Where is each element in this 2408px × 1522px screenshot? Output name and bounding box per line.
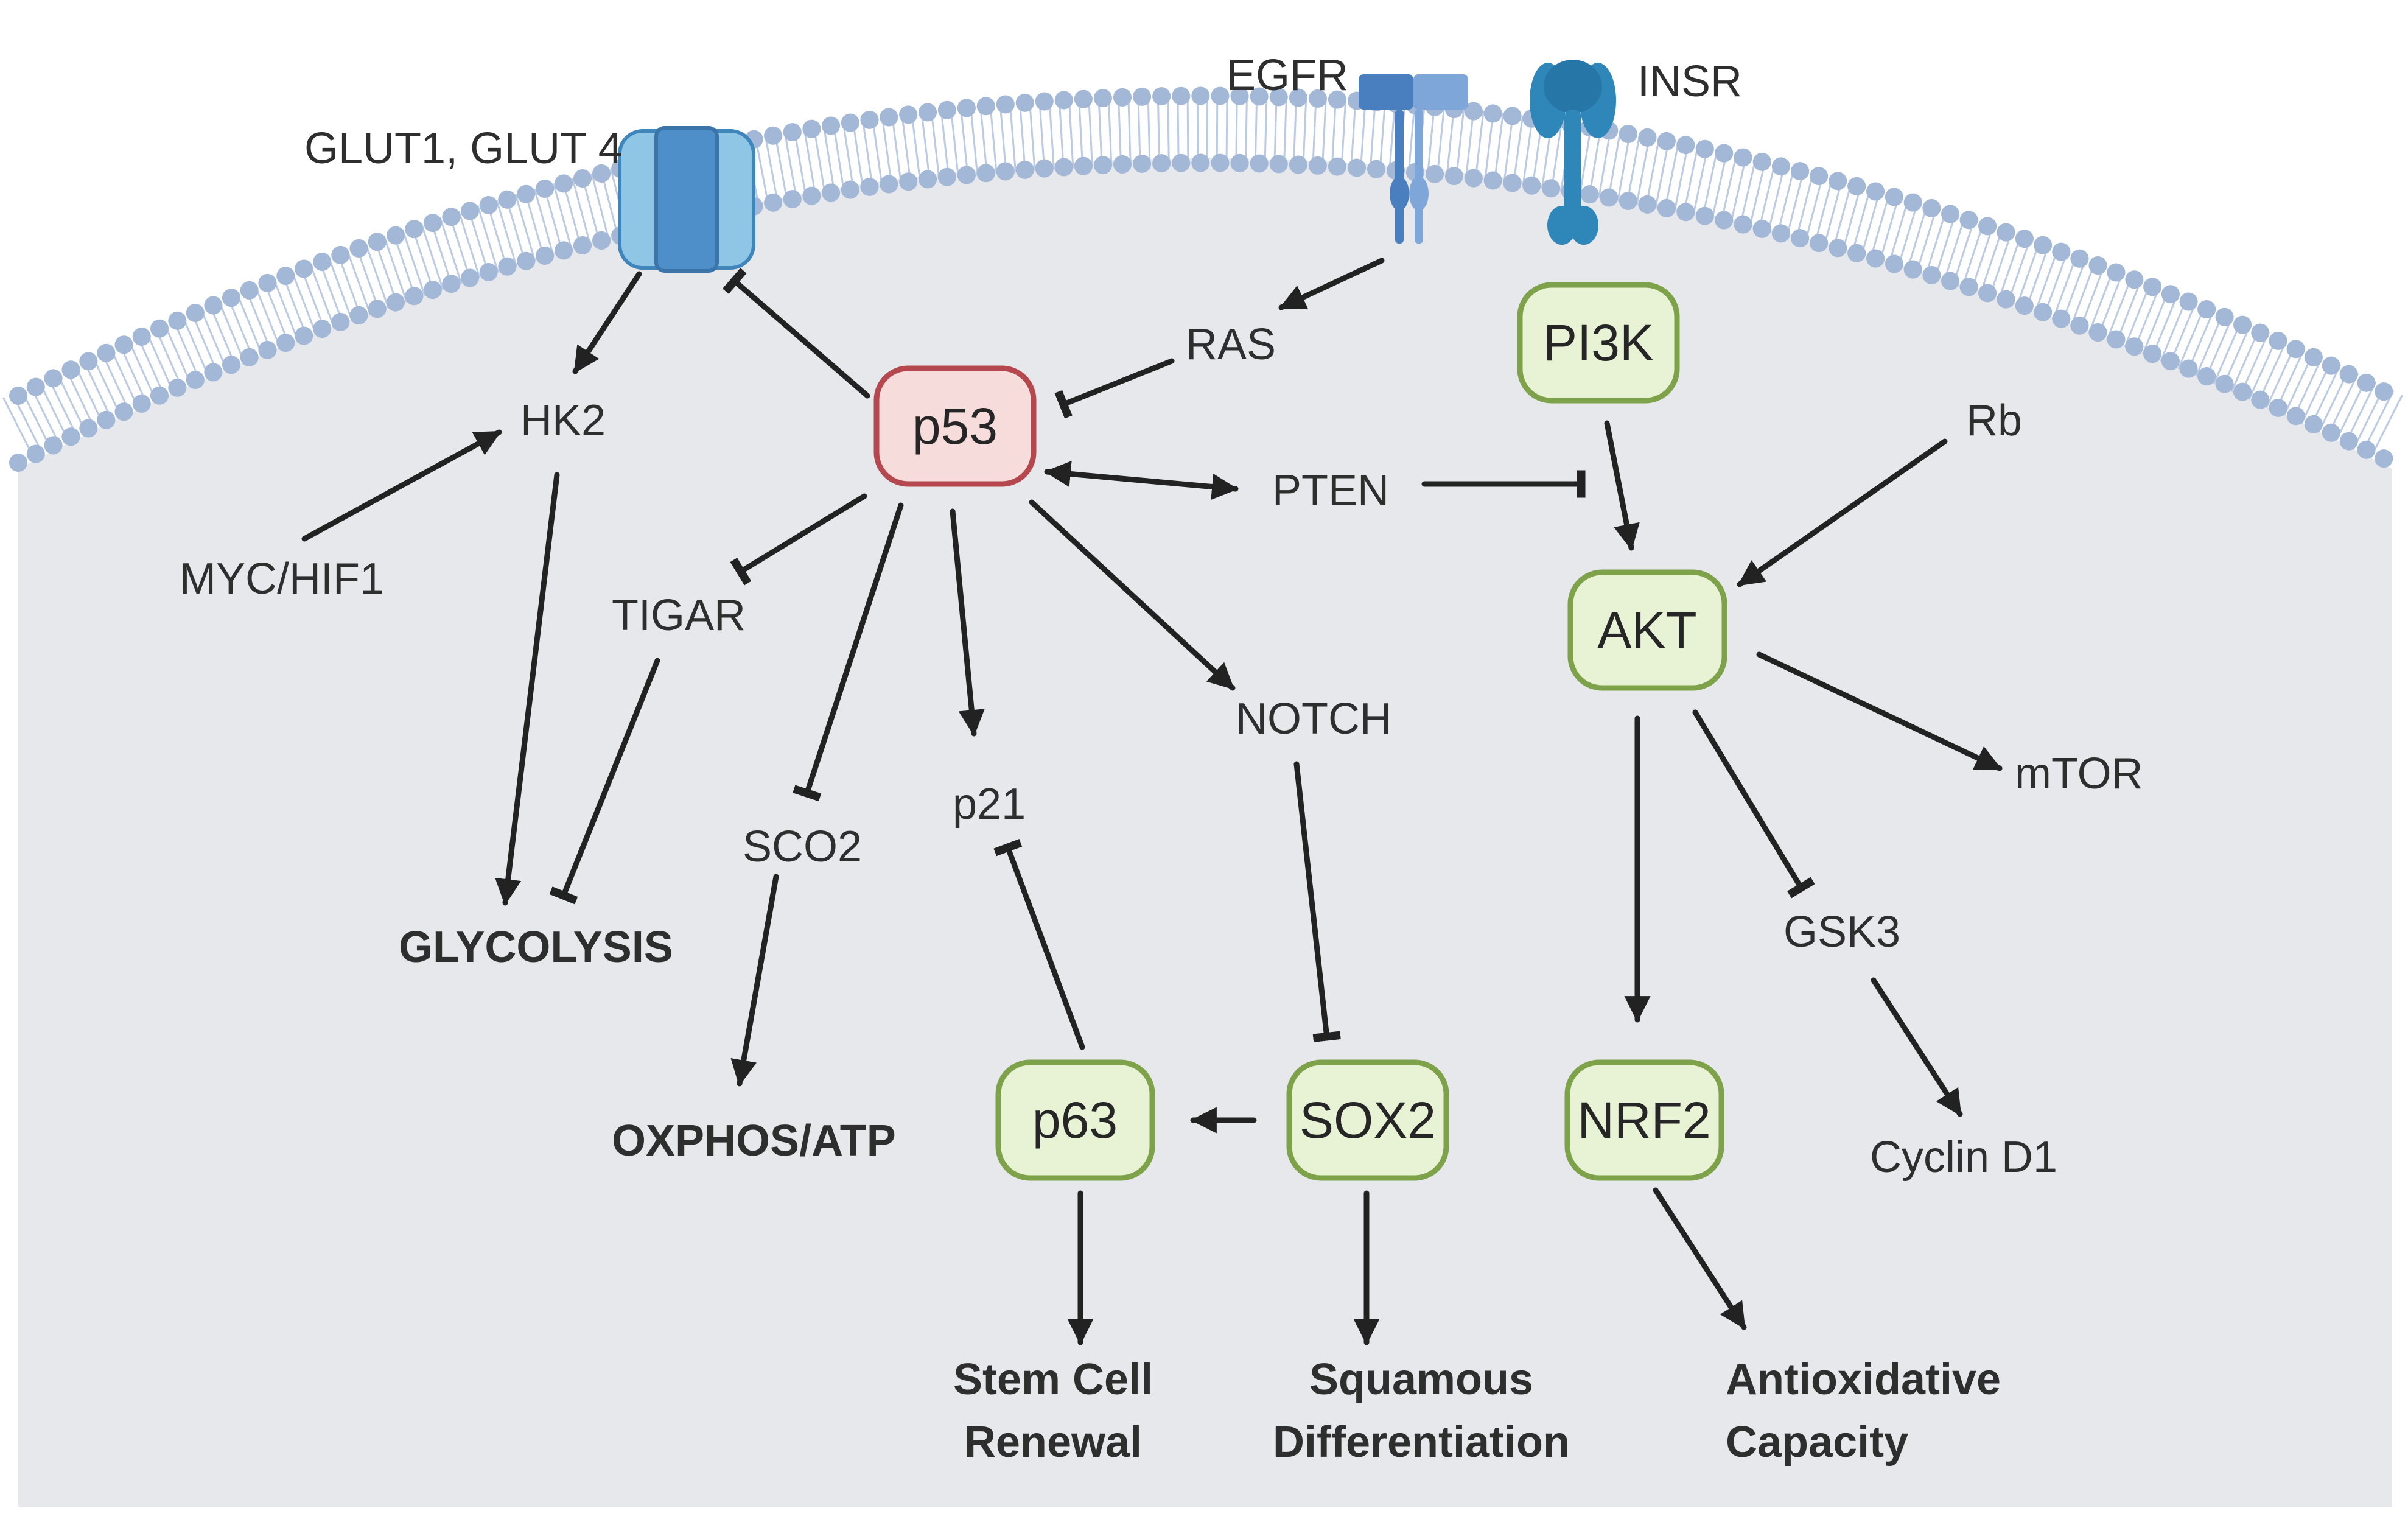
label-gsk3: GSK3	[1783, 908, 1900, 956]
edge-nrf2-to-antioxidative-capacity	[1653, 1187, 1747, 1330]
label-mtor: mTOR	[2015, 749, 2143, 798]
egfr-receptor-icon	[1359, 74, 1468, 244]
edge-hk2-to-glycolysis	[495, 472, 560, 906]
edge-sco2-to-oxphos	[730, 874, 779, 1087]
label-p21: p21	[953, 780, 1026, 829]
outcome-stem-cell-renewal-line1: Stem Cell	[953, 1355, 1153, 1404]
label-pten: PTEN	[1272, 466, 1389, 515]
outcome-stem-cell-renewal-line2: Renewal	[964, 1418, 1142, 1467]
edge-akt-inhibits-gsk3	[1692, 709, 1815, 899]
node-sox2-label: SOX2	[1300, 1092, 1436, 1149]
label-egfr: EGFR	[1227, 51, 1348, 100]
edge-gsk3-to-cyclin-d1	[1871, 977, 1963, 1117]
node-nrf2-box	[1564, 1059, 1724, 1181]
node-p53: p53	[873, 365, 1037, 487]
node-akt: AKT	[1567, 569, 1727, 691]
node-nrf2: NRF2	[1564, 1059, 1724, 1181]
insulin-receptor-icon	[1530, 60, 1616, 245]
glucose-transporter-icon	[618, 126, 755, 273]
pathway-outcomes: GLYCOLYSIS OXPHOS/ATP Stem Cell Renewal …	[399, 923, 2001, 1467]
edge-myc-to-hk2	[301, 429, 502, 542]
edge-notch-inhibits-sox2	[1293, 761, 1341, 1042]
node-p63-box	[995, 1059, 1155, 1181]
outcome-antioxidative-capacity-line1: Antioxidative	[1726, 1355, 2001, 1404]
label-sco2: SCO2	[743, 822, 862, 871]
membrane-outer-heads	[9, 86, 2401, 405]
edge-rb-to-akt	[1737, 438, 1948, 587]
outcome-squamous-differentiation-line2: Differentiation	[1273, 1418, 1570, 1467]
label-ras: RAS	[1186, 320, 1276, 369]
label-myc-hif1: MYC/HIF1	[180, 555, 384, 603]
edge-p53-inhibits-glut	[722, 268, 870, 399]
label-hk2: HK2	[520, 396, 606, 445]
label-glut: GLUT1, GLUT 4	[304, 124, 623, 173]
outcome-squamous-differentiation-line1: Squamous	[1309, 1355, 1533, 1404]
node-nrf2-label: NRF2	[1577, 1092, 1710, 1149]
node-sox2: SOX2	[1286, 1059, 1449, 1181]
membrane-inner-heads	[9, 153, 2401, 472]
node-akt-box	[1567, 569, 1727, 691]
node-p53-label: p53	[912, 398, 998, 455]
node-akt-label: AKT	[1597, 601, 1696, 659]
edge-p53-pten-bidirectional	[1044, 460, 1239, 500]
node-pi3k-label: PI3K	[1543, 314, 1654, 371]
label-notch: NOTCH	[1236, 695, 1391, 743]
node-p63-label: p63	[1032, 1092, 1118, 1149]
outcome-antioxidative-capacity-line2: Capacity	[1726, 1418, 1908, 1467]
node-p63: p63	[995, 1059, 1155, 1181]
label-cyclin-d1: Cyclin D1	[1870, 1133, 2057, 1182]
edge-akt-to-mtor	[1756, 651, 2003, 771]
edge-ras-inhibits-p53	[1054, 358, 1175, 419]
label-insr: INSR	[1637, 57, 1742, 106]
node-p53-box	[873, 365, 1037, 487]
node-sox2-box	[1286, 1059, 1449, 1181]
edge-p53-inhibits-sco2	[793, 502, 904, 802]
edge-p63-inhibits-p21	[993, 838, 1085, 1050]
outcome-glycolysis: GLYCOLYSIS	[399, 923, 673, 972]
pathway-labels: GLUT1, GLUT 4 EGFR INSR HK2 MYC/HIF1 RAS…	[180, 51, 2143, 1182]
edge-tigar-inhibits-glycolysis	[549, 658, 660, 905]
label-rb: Rb	[1966, 396, 2022, 445]
pathway-edges	[301, 258, 2003, 1345]
label-tigar: TIGAR	[612, 591, 746, 640]
edge-glut-to-hk2	[572, 271, 642, 374]
node-pi3k: PI3K	[1517, 282, 1680, 404]
cell-membrane	[2, 86, 2408, 472]
edge-p53-to-p21	[950, 508, 985, 737]
outcome-oxphos: OXPHOS/ATP	[612, 1117, 896, 1165]
edge-pi3k-to-akt	[1604, 420, 1640, 551]
edge-p53-to-notch	[1029, 499, 1236, 691]
edge-egfr-to-ras	[1278, 258, 1385, 310]
cytoplasm	[18, 158, 2392, 1507]
edge-p53-inhibits-tigar	[730, 493, 867, 586]
node-pi3k-box	[1517, 282, 1680, 404]
